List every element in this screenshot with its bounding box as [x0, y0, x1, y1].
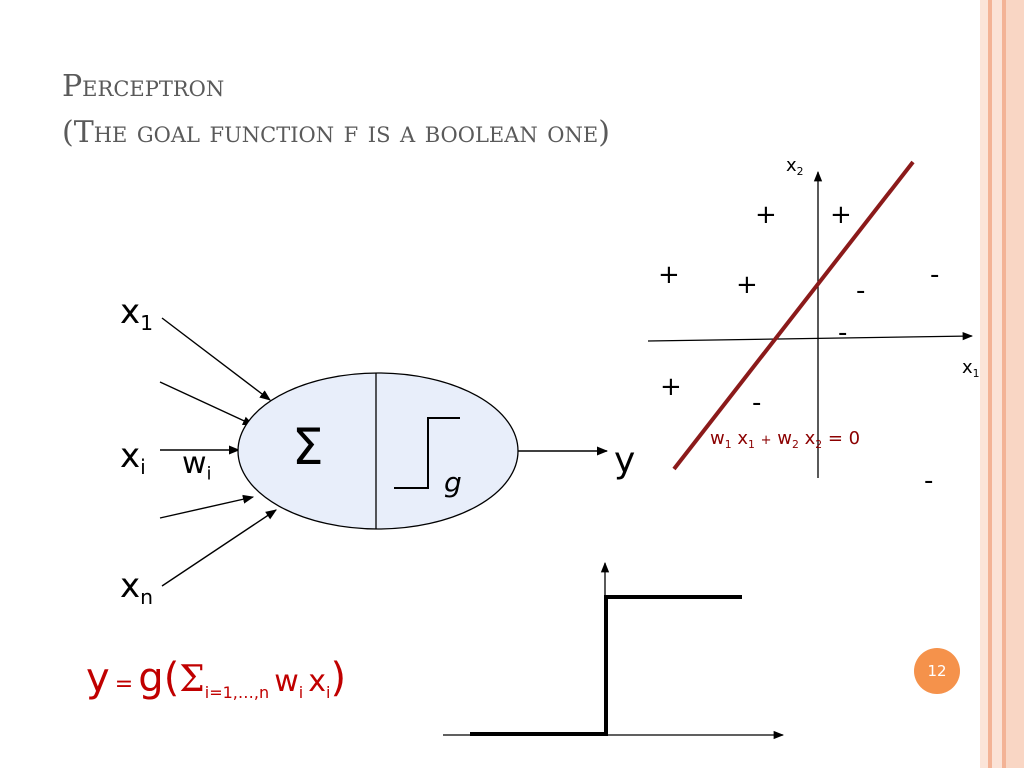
- neuron-ellipse: [237, 372, 519, 530]
- minus-point: -: [838, 318, 848, 348]
- plot-x-axis-label: x1: [962, 357, 980, 380]
- minus-point: -: [930, 260, 940, 290]
- plus-point: +: [660, 372, 682, 402]
- minus-point: -: [752, 388, 762, 418]
- page-number-badge: 12: [914, 648, 960, 694]
- input-arrow-2: [159, 381, 255, 426]
- activation-label-g: g: [444, 466, 462, 499]
- plus-point: +: [736, 270, 758, 300]
- decision-boundary-line: [672, 160, 915, 471]
- decorative-side-bars: [980, 0, 1024, 768]
- input-arrow-xn: [161, 509, 277, 587]
- perceptron-formula: y = g(Σi=1,…,n wi xi): [86, 655, 347, 703]
- decision-boundary-equation: w1 x1 + w2 x2 = 0: [710, 428, 861, 451]
- title-line-1: Perceptron: [62, 69, 225, 104]
- slide-title: Perceptron (The goal function f is a boo…: [62, 64, 610, 156]
- output-label-y: y: [614, 440, 636, 481]
- plot-y-axis-label: x2: [786, 155, 804, 178]
- minus-point: -: [924, 466, 934, 496]
- title-line-2: (The goal function f is a boolean one): [62, 115, 610, 150]
- step-activation-icon: [394, 417, 460, 489]
- plus-point: +: [755, 200, 777, 230]
- input-label-x1: x1: [120, 292, 154, 336]
- input-arrow-x1: [161, 317, 271, 401]
- sum-symbol: Σ: [292, 418, 324, 476]
- plus-point: +: [830, 200, 852, 230]
- plus-point: +: [658, 260, 680, 290]
- input-label-xi: xi: [120, 436, 146, 480]
- input-label-xn: xn: [120, 566, 154, 610]
- input-arrow-4: [159, 494, 255, 519]
- plot-x-axis: [647, 331, 974, 342]
- minus-point: -: [856, 276, 866, 306]
- weight-label-wi: wi: [182, 446, 212, 485]
- step-function-curve: [470, 595, 742, 736]
